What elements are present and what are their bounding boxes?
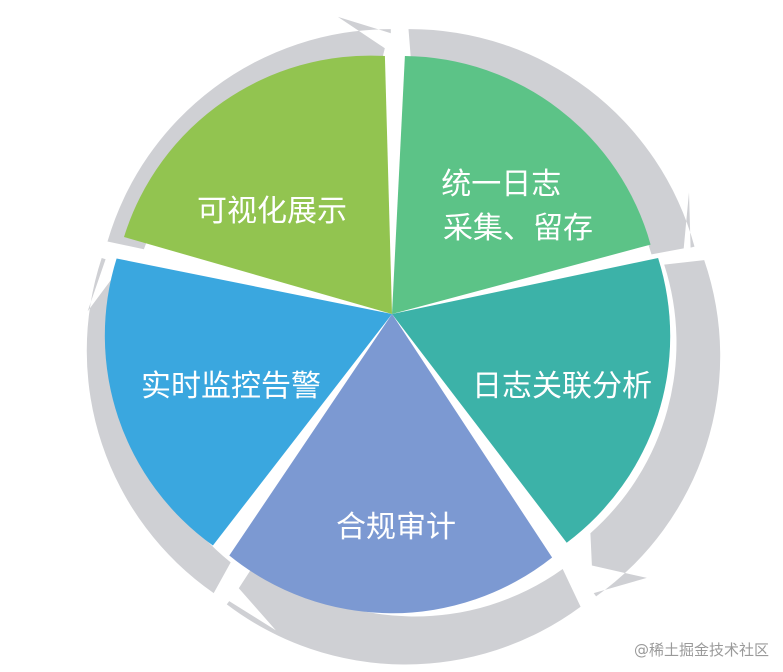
- segment-label-log-analysis: 日志关联分析: [472, 369, 652, 404]
- segment-label-line: 统一日志: [441, 167, 561, 202]
- segment-labels: 统一日志 采集、留存 日志关联分析 合规审计 实时监控告警 可视化展示: [141, 167, 652, 545]
- segment-wedge-realtime-alert: [104, 258, 393, 546]
- segment-label-compliance-audit: 合规审计: [336, 510, 456, 545]
- segment-wedge-log-analysis: [392, 258, 671, 543]
- segment-label-visualization: 可视化展示: [197, 194, 347, 229]
- segment-label-realtime-alert: 实时监控告警: [141, 369, 321, 404]
- cycle-arrow: [226, 561, 581, 665]
- watermark: @稀土掘金技术社区: [633, 641, 769, 659]
- segment-wedge-log-collect: [392, 56, 651, 314]
- segment-wedge-visualization: [124, 55, 392, 314]
- segment-label-line: 采集、留存: [443, 211, 593, 246]
- cycle-arrow: [590, 260, 721, 597]
- cycle-arrow: [408, 29, 695, 255]
- segment-wedges: [104, 55, 671, 614]
- segment-label-log-collect: 统一日志 采集、留存: [441, 167, 593, 246]
- segment-wedge-compliance-audit: [229, 314, 553, 614]
